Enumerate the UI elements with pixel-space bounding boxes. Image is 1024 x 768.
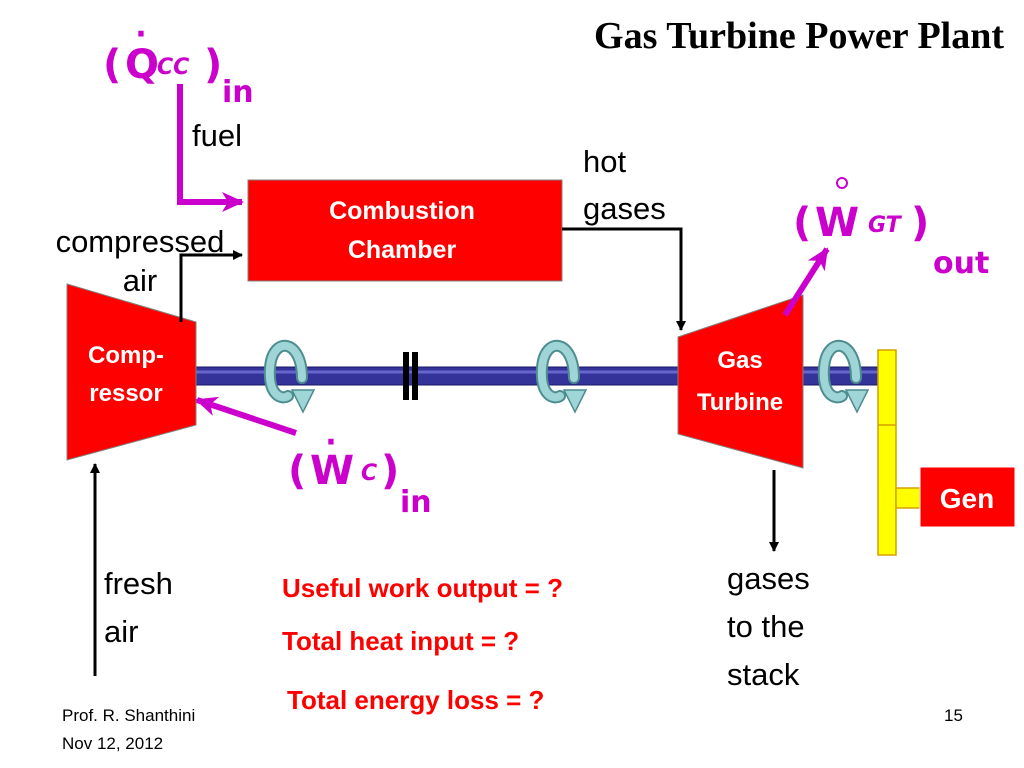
combustion-chamber-label-line1: Combustion	[329, 197, 475, 225]
exhaust-label-line3: stack	[727, 657, 800, 692]
compressed-air-label-line2: air	[123, 263, 157, 298]
hot-gases-label-line2: gases	[583, 191, 666, 226]
compressed-air-label-line1: compressed	[56, 224, 225, 259]
rotation-arrow-2	[535, 339, 588, 414]
combustion-chamber: Combustion Chamber	[247, 179, 563, 282]
exhaust-label-line1: gases	[727, 561, 810, 596]
heat-input-arrow	[177, 84, 244, 212]
svg-text:W: W	[815, 200, 859, 246]
footer-date: Nov 12, 2012	[62, 734, 163, 753]
compressor-work-arrow	[195, 396, 297, 436]
turbine-work-symbol: ( W GT ) out	[793, 177, 989, 281]
svg-text:in: in	[400, 485, 432, 520]
compressed-air-flow	[179, 250, 243, 322]
generator-label: Gen	[940, 483, 994, 514]
gas-turbine: Gas Turbine	[677, 294, 804, 469]
svg-text:): )	[204, 42, 222, 88]
hot-gases-label-line1: hot	[583, 144, 626, 179]
svg-text:CC: CC	[157, 55, 189, 80]
compressor-work-symbol: ( W · C ) in	[288, 425, 432, 520]
heat-input-question: Total heat input = ?	[282, 626, 519, 656]
fresh-air-label-line2: air	[104, 614, 138, 649]
combustion-chamber-label-line2: Chamber	[348, 236, 457, 264]
compressor: Comp- ressor	[66, 283, 197, 461]
svg-text:GT: GT	[868, 213, 903, 238]
generator-coupling	[877, 349, 921, 556]
page-number: 15	[944, 706, 963, 725]
compressor-label-line1: Comp-	[88, 342, 164, 369]
gas-turbine-label-line2: Turbine	[697, 389, 783, 416]
fresh-air-label-line1: fresh	[104, 566, 173, 601]
heat-input-symbol: ( Q · CC ) in	[103, 17, 254, 110]
exhaust-label-line2: to the	[727, 609, 805, 644]
svg-text:(: (	[103, 42, 121, 88]
shaft-coupling	[403, 352, 418, 400]
svg-text:(: (	[793, 200, 811, 246]
footer-author: Prof. R. Shanthini	[62, 706, 195, 725]
svg-text:·: ·	[135, 17, 146, 52]
fuel-label: fuel	[192, 118, 242, 153]
rotation-arrow-1	[263, 339, 316, 414]
compressor-label-line2: ressor	[89, 380, 162, 407]
svg-text:W: W	[310, 448, 354, 494]
turbine-work-arrow	[782, 247, 830, 317]
svg-text:C: C	[361, 461, 377, 486]
energy-loss-question: Total energy loss = ?	[287, 685, 544, 715]
hot-gases-flow	[562, 227, 686, 331]
page-title: Gas Turbine Power Plant	[594, 15, 1004, 57]
gas-turbine-label-line1: Gas	[717, 347, 762, 374]
rotation-arrow-3	[817, 339, 870, 414]
svg-text:in: in	[222, 75, 254, 110]
svg-text:out: out	[933, 246, 989, 281]
generator-box: Gen	[919, 466, 1016, 528]
svg-text:): )	[381, 448, 399, 494]
useful-work-question: Useful work output = ?	[282, 573, 563, 603]
svg-text:(: (	[288, 448, 306, 494]
svg-text:Q: Q	[125, 42, 159, 88]
svg-text:·: ·	[325, 425, 336, 460]
svg-text:): )	[911, 200, 929, 246]
